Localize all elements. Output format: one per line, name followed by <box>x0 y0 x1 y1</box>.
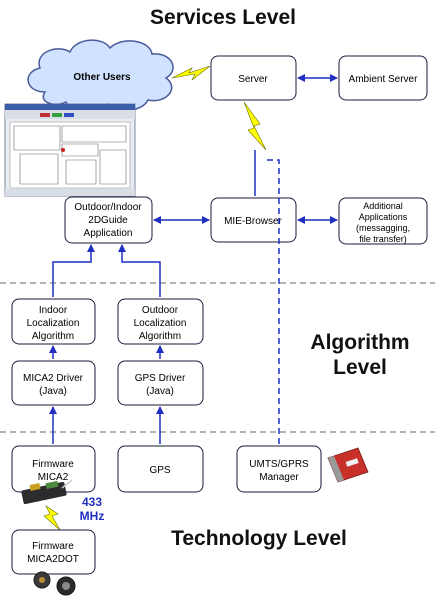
outdoor-loc-label-line2: Localization <box>134 318 187 329</box>
mica2dot-board-icon <box>33 571 76 596</box>
gps-driver-box <box>117 360 204 406</box>
technology-level-title: Technology Level <box>171 527 347 550</box>
outdoor-to-guide-arrow <box>118 244 161 297</box>
ambient-server-label: Ambient Server <box>349 74 419 85</box>
2dguide-label-line1: Outdoor/Indoor <box>74 202 142 213</box>
indoor-loc-label-line3: Algorithm <box>32 331 74 342</box>
server-box <box>210 55 297 101</box>
gps-box <box>117 445 204 493</box>
2dguide-label-line3: Application <box>84 228 133 239</box>
radio-frequency-value: 433 <box>82 495 102 509</box>
firmware-mica2-label-line1: Firmware <box>32 459 74 470</box>
firmware-mica2dot-box <box>11 529 96 575</box>
outdoor-localization-box <box>117 298 204 345</box>
umts-pcmcia-card-icon <box>327 447 369 483</box>
mica2-driver-box <box>11 360 96 406</box>
indoor-loc-label-line2: Localization <box>27 318 80 329</box>
additional-applications-box <box>338 197 428 245</box>
algorithm-level-title-line2: Level <box>333 356 387 379</box>
umts-to-mie-dashed-link <box>263 159 280 444</box>
mica2-board-icon <box>21 479 73 505</box>
mica2-driver-label-line1: MICA2 Driver <box>23 373 84 384</box>
firmware-mica2-label-line2: MICA2 <box>38 472 69 483</box>
indoor-to-guide-arrow <box>52 244 95 297</box>
firmware-mica2dot-label-line2: MICA2DOT <box>27 554 79 565</box>
wireless-lightning-icon <box>171 65 211 81</box>
2dguide-label-line2: 2DGuide <box>88 215 128 226</box>
outdoor-loc-label-line3: Algorithm <box>139 331 181 342</box>
mie-browser-label: MIE-Browser <box>224 216 282 227</box>
umts-label-line2: Manager <box>259 472 299 483</box>
gps-label: GPS <box>149 465 170 476</box>
services-level-title: Services Level <box>150 6 296 29</box>
indoor-localization-box <box>11 298 96 345</box>
server-mie-lightning-icon <box>243 101 267 151</box>
umts-gprs-manager-box <box>236 445 322 493</box>
outdoor-loc-label-line1: Outdoor <box>142 305 179 316</box>
gps-driver-label-line1: GPS Driver <box>135 373 186 384</box>
server-label: Server <box>238 74 268 85</box>
additional-apps-label-line4: file transfer) <box>359 234 407 244</box>
mie-browser-box <box>210 197 297 243</box>
additional-apps-label-line3: (messagging, <box>356 223 410 233</box>
2dguide-screenshot-thumbnail <box>4 103 136 197</box>
additional-apps-label-line1: Additional <box>363 201 403 211</box>
gps-driver-label-line2: (Java) <box>146 386 174 397</box>
other-users-cloud: Other Users <box>27 39 174 113</box>
2dguide-application-box <box>64 196 153 244</box>
radio-lightning-icon <box>43 505 61 531</box>
umts-label-line1: UMTS/GPRS <box>249 459 309 470</box>
indoor-loc-label-line1: Indoor <box>39 305 68 316</box>
radio-frequency-unit: MHz <box>80 509 105 523</box>
mica2-driver-label-line2: (Java) <box>39 386 67 397</box>
algorithm-level-title-line1: Algorithm <box>310 331 409 354</box>
ambient-server-box <box>338 55 428 101</box>
additional-apps-label-line2: Applications <box>359 212 408 222</box>
other-users-label: Other Users <box>73 72 131 83</box>
firmware-mica2dot-label-line1: Firmware <box>32 541 74 552</box>
